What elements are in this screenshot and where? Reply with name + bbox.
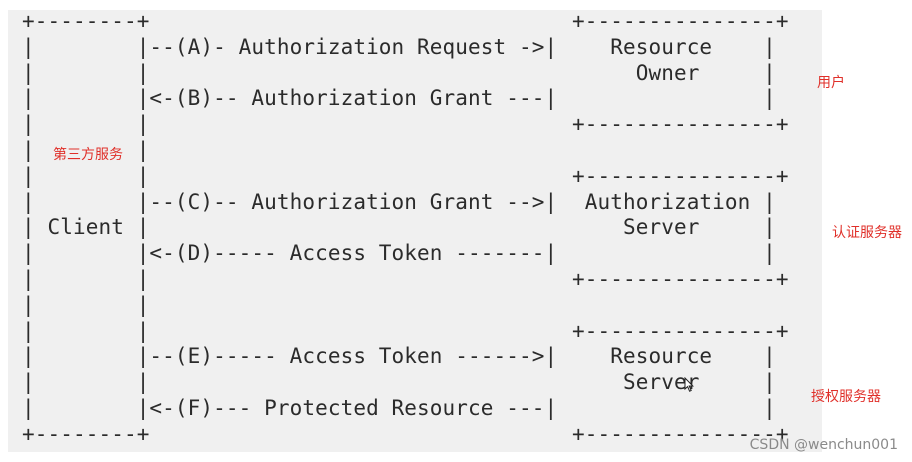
flow-f-protected-resource: | |<-(F)--- Protected Resource ---| bbox=[22, 395, 558, 420]
client-annotation: 第三方服务 bbox=[53, 147, 123, 163]
ascii-line: | | bbox=[22, 137, 150, 162]
client-label: | Client | bbox=[22, 215, 150, 240]
server-boxes: +---------------+ Resource | Owner | | +… bbox=[572, 9, 789, 448]
resource-owner-annotation: 用户 bbox=[817, 75, 845, 91]
ascii-line: | | bbox=[22, 318, 150, 343]
flow-a-authorization-request: | |--(A)- Authorization Request ->| bbox=[22, 34, 558, 59]
ascii-line: +---------------+ bbox=[572, 421, 789, 446]
resource-server-label: Resource | bbox=[572, 344, 776, 369]
ascii-line: | | bbox=[22, 370, 150, 395]
ascii-line: +--------+ bbox=[22, 421, 150, 446]
ascii-line: | bbox=[572, 241, 776, 266]
flow-e-access-token: | |--(E)----- Access Token ------>| bbox=[22, 344, 558, 369]
ascii-line: +---------------+ bbox=[572, 163, 789, 188]
authorization-server-label: Authorization | bbox=[572, 189, 776, 214]
watermark: CSDN @wenchun001 bbox=[749, 437, 898, 453]
authorization-server-label: Server | bbox=[572, 215, 776, 240]
ascii-line: | bbox=[572, 86, 776, 111]
ascii-line: +---------------+ bbox=[572, 9, 789, 33]
ascii-line: +---------------+ bbox=[572, 266, 789, 291]
resource-owner-label: Owner | bbox=[572, 60, 776, 85]
diagram-background bbox=[8, 10, 822, 452]
ascii-line: | | bbox=[22, 266, 150, 291]
ascii-line: +---------------+ bbox=[572, 112, 789, 137]
ascii-line: | | bbox=[22, 60, 150, 85]
resource-server-label: Server | bbox=[572, 370, 776, 395]
resource-owner-label: Resource | bbox=[572, 34, 776, 59]
ascii-line: | bbox=[572, 395, 776, 420]
mouse-pointer-icon bbox=[684, 377, 694, 392]
client-and-flow-arrows: +--------+ | |--(A)- Authorization Reque… bbox=[22, 9, 557, 448]
flow-b-authorization-grant: | |<-(B)-- Authorization Grant ---| bbox=[22, 86, 558, 111]
ascii-line: | | bbox=[22, 112, 150, 137]
authorization-server-annotation: 认证服务器 bbox=[832, 225, 902, 241]
resource-server-annotation: 授权服务器 bbox=[811, 389, 881, 405]
ascii-line: | | bbox=[22, 163, 150, 188]
ascii-line: | | bbox=[22, 292, 150, 317]
flow-d-access-token: | |<-(D)----- Access Token -------| bbox=[22, 241, 558, 266]
ascii-line: +--------+ bbox=[22, 9, 150, 33]
ascii-line: +---------------+ bbox=[572, 318, 789, 343]
flow-c-authorization-grant: | |--(C)-- Authorization Grant -->| bbox=[22, 189, 558, 214]
